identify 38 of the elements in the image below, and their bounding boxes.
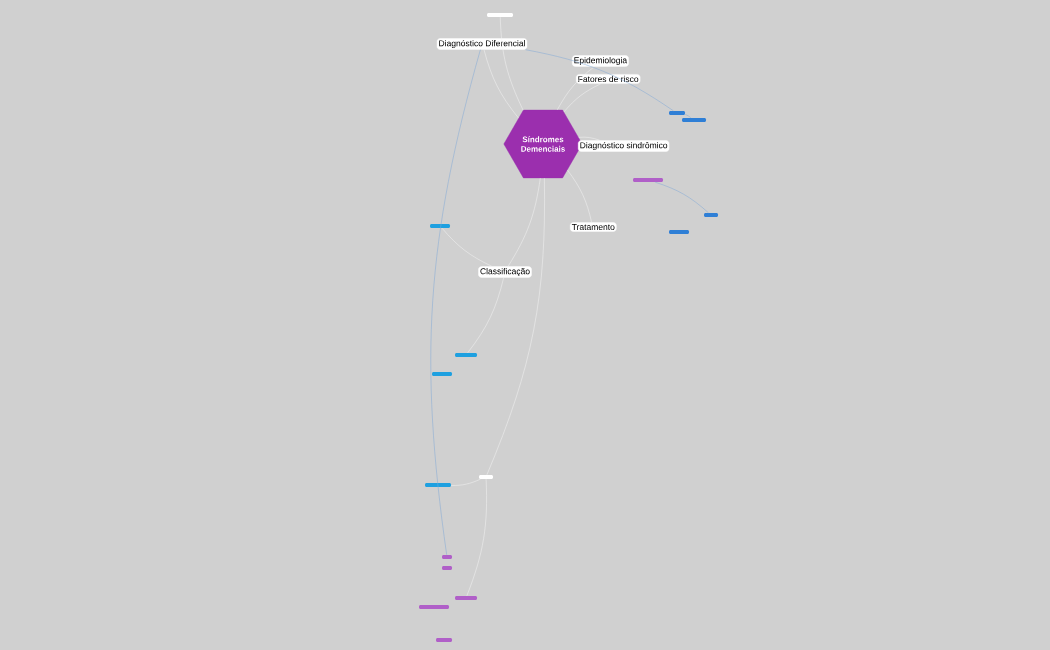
connector [654,181,709,214]
connector [467,277,504,354]
connector [486,177,545,476]
connector [507,177,541,267]
connector [557,66,595,111]
connector [567,169,592,223]
topic-box [432,372,452,376]
topic-box: Diagnóstico Diferencial [436,38,528,50]
topic-box [442,555,452,559]
topic-box: Classificação [478,266,532,278]
topic-box [425,483,451,487]
topic-box [704,213,718,217]
topic-box [436,638,452,642]
topic-box [479,475,493,479]
topic-box [455,353,477,357]
topic-box [669,230,689,234]
connector [466,478,487,597]
topic-box [419,605,449,609]
connector [450,478,481,486]
topic-box [442,566,452,570]
topic-box [669,111,685,115]
connector [441,227,493,267]
topic-box [487,13,513,17]
connector [578,136,600,141]
connector [525,49,674,112]
connector [500,16,524,111]
topic-box [633,178,663,182]
connector [483,49,519,119]
connector [563,83,601,113]
topic-box: Tratamento [570,222,617,232]
topic-box: Fatores de risco [576,74,641,84]
topic-box [455,596,477,600]
topic-box [430,224,450,228]
topic-box: Diagnóstico sindrômico [578,140,670,152]
connector [684,114,692,119]
connector [430,49,481,556]
topic-box: Epidemiologia [572,55,629,67]
topic-box [682,118,706,122]
